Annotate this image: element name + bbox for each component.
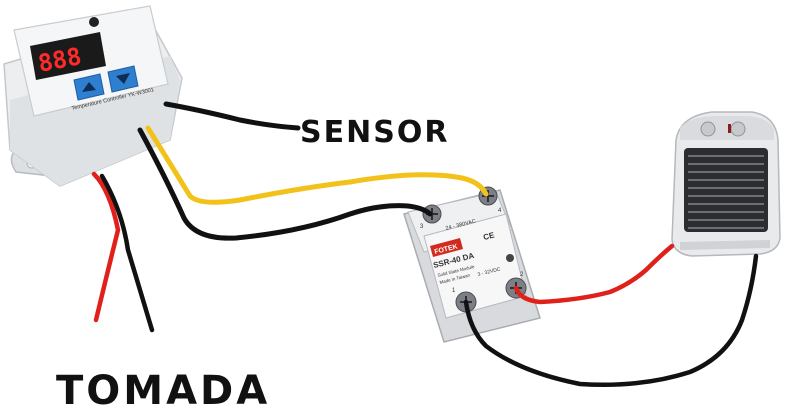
relay-terminal-4-label: 4 [498, 208, 502, 214]
heater-wire-black [463, 253, 759, 388]
fan-heater [671, 111, 781, 257]
thermostat-display: 888 [30, 32, 106, 80]
up-button[interactable] [73, 73, 105, 101]
relay-cert: CE [482, 230, 496, 242]
relay-terminal-3-label: 3 [420, 224, 424, 230]
arrow-down-icon [116, 73, 130, 84]
mains-wire-black [99, 173, 155, 333]
relay-terminal-1-label: 1 [452, 288, 456, 294]
terminal-4 [478, 186, 498, 206]
relay-terminal-2-label: 2 [520, 272, 524, 278]
control-wire-black [137, 127, 433, 241]
sensor-label: SENSOR [300, 115, 449, 150]
arrow-up-icon [82, 82, 96, 92]
wires [91, 101, 759, 388]
tomada-label: TOMADA [56, 368, 270, 414]
down-button[interactable] [107, 65, 139, 93]
solid-state-relay: 24 - 380VAC 3 4 1 2 FOTEK SSR-40 DA Soli… [403, 186, 541, 343]
heater-knob-1[interactable] [700, 121, 716, 137]
relay-input-range: 3 - 32VDC [477, 266, 501, 278]
set-button[interactable] [89, 17, 99, 27]
relay-led-icon [506, 254, 514, 262]
sensor-wire [163, 101, 301, 131]
control-wire-yellow [145, 125, 489, 205]
heater-wire-red [513, 243, 675, 305]
mains-wire-red [91, 171, 121, 323]
heater-grille [684, 148, 768, 232]
heater-knob-2[interactable] [730, 121, 746, 137]
heater-indicator-icon [728, 124, 731, 133]
thermostat-module: 888 Temperature Controller YK-W3001 [3, 5, 183, 187]
